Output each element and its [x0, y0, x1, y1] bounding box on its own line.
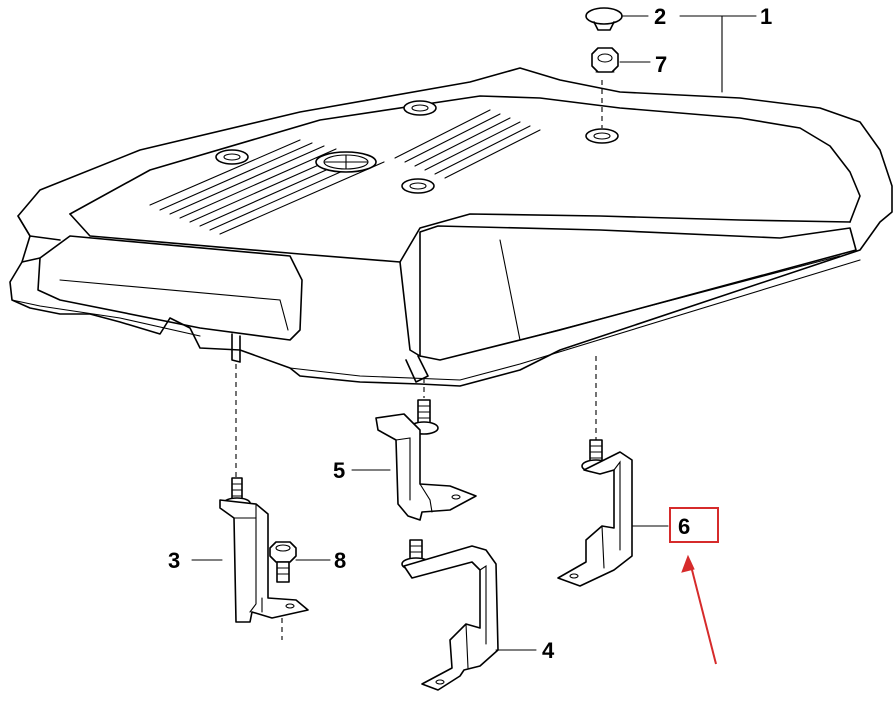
- bolt-part-8: [269, 541, 297, 583]
- nut-part-7: [591, 47, 619, 73]
- label-part-7: 7: [655, 52, 667, 77]
- cover-ribs: [149, 109, 541, 235]
- cap-part-2: [585, 7, 623, 31]
- label-part-5: 5: [333, 458, 345, 483]
- bracket-part-3: [219, 477, 309, 623]
- assembly-lines: [235, 80, 603, 640]
- label-part-3: 3: [168, 548, 180, 573]
- logo-emblem: [315, 151, 377, 173]
- highlight-box: [669, 507, 719, 543]
- part-labels: 1 2 7 3 8 5 4 6: [168, 4, 772, 663]
- label-part-2: 2: [654, 4, 666, 29]
- leader-lines: [191, 15, 757, 651]
- label-part-4: 4: [542, 638, 555, 663]
- highlight-arrow: [689, 561, 717, 665]
- arrow-head-icon: [681, 554, 695, 573]
- engine-cover: [9, 67, 893, 387]
- bracket-part-5: [375, 399, 477, 521]
- highlight-part-6: [669, 507, 719, 665]
- label-part-6: 6: [678, 514, 690, 539]
- label-part-1: 1: [760, 4, 772, 29]
- bracket-part-4: [401, 539, 499, 691]
- mounting-holes: [215, 100, 619, 194]
- bracket-part-6: [557, 439, 633, 587]
- label-part-8: 8: [334, 548, 346, 573]
